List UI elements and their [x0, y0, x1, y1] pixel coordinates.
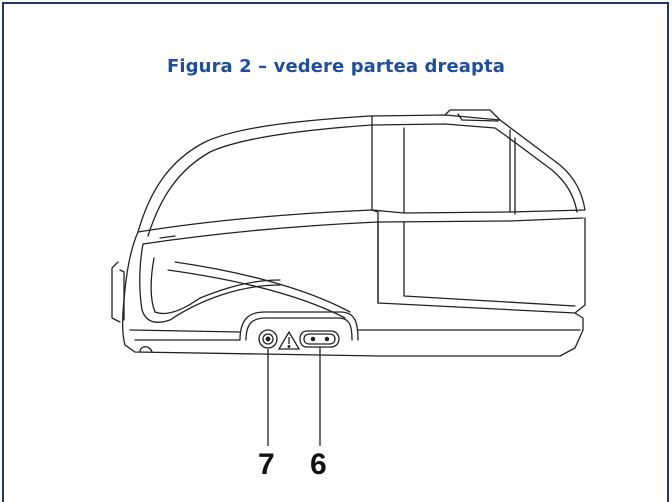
connector-bay-inner — [245, 317, 353, 341]
top-lid-tab — [457, 113, 499, 122]
connector-bay — [239, 311, 359, 341]
lower-front-panel-step — [574, 312, 584, 331]
top-lid-ridge — [444, 109, 501, 121]
warning-triangle-icon — [277, 330, 301, 350]
base-top-line — [129, 329, 581, 333]
top-cover-outline — [137, 114, 586, 233]
ac-power-inlet-icon — [299, 330, 340, 348]
callout-number-6: 6 — [310, 448, 327, 481]
rear-left-edge — [121, 231, 139, 346]
dc-power-jack-icon — [258, 329, 278, 349]
top-cover-inner-line — [147, 123, 578, 237]
base-shell-curve — [139, 243, 281, 323]
middle-band-edge — [159, 235, 176, 239]
base-diagonal-2 — [167, 269, 346, 319]
base-foot-curve — [139, 346, 153, 353]
middle-band-lower — [142, 217, 584, 245]
callout-number-7: 7 — [258, 448, 275, 481]
base-bottom-outline — [124, 329, 584, 357]
lower-front-panel-inner — [403, 221, 576, 307]
base-diagonal — [174, 261, 351, 313]
lower-front-panel — [377, 217, 586, 314]
figure-caption: Figura 2 – vedere partea dreapta — [167, 56, 505, 77]
rear-grip-outer — [111, 261, 121, 323]
rear-grip-inner — [119, 269, 125, 321]
middle-band-upper — [137, 209, 586, 233]
